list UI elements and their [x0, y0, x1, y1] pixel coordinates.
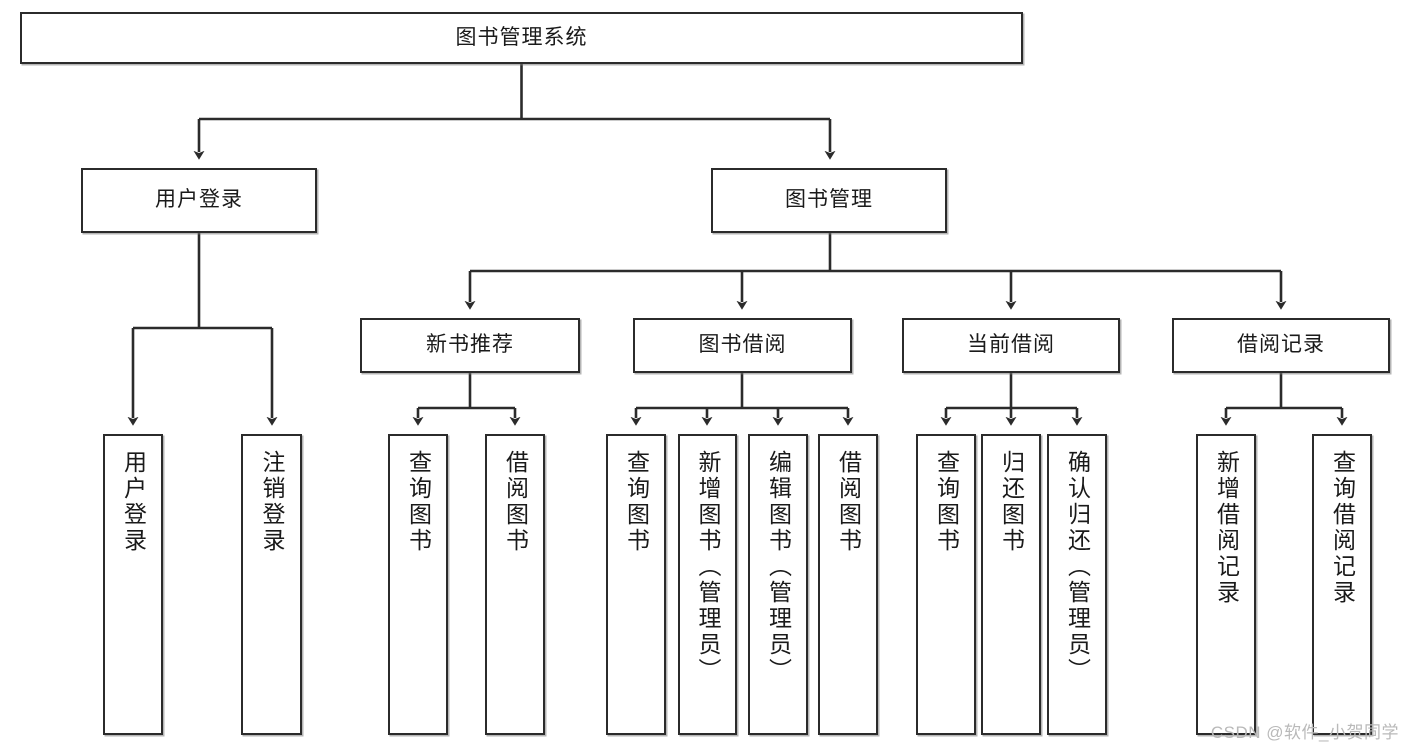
node-label: 借阅图书: [502, 450, 529, 554]
leaf-query-book-borrow[interactable]: 查询图书: [606, 434, 666, 735]
leaf-edit-book-admin[interactable]: 编辑图书（管理员）: [748, 434, 808, 735]
watermark-text: CSDN @软件_小贺同学: [1210, 723, 1399, 742]
leaf-user-login[interactable]: 用户登录: [103, 434, 163, 735]
node-label: 新书推荐: [426, 333, 514, 357]
leaf-return-book[interactable]: 归还图书: [981, 434, 1041, 735]
node-label: 查询图书: [933, 450, 960, 554]
leaf-logout[interactable]: 注销登录: [241, 434, 302, 735]
leaf-add-borrow-record[interactable]: 新增借阅记录: [1196, 434, 1256, 735]
node-user-login[interactable]: 用户登录: [81, 168, 317, 233]
node-label: 借阅记录: [1237, 333, 1325, 357]
node-book-borrow[interactable]: 图书借阅: [633, 318, 852, 373]
node-label: 用户登录: [155, 188, 243, 212]
leaf-query-book-current[interactable]: 查询图书: [916, 434, 976, 735]
node-root[interactable]: 图书管理系统: [20, 12, 1023, 64]
node-label: 用户登录: [120, 450, 147, 554]
node-label: 图书借阅: [698, 333, 787, 357]
node-borrow-record[interactable]: 借阅记录: [1172, 318, 1390, 373]
node-label: 图书管理系统: [455, 25, 588, 49]
leaf-borrow-book[interactable]: 借阅图书: [818, 434, 878, 735]
node-label: 借阅图书: [835, 450, 862, 554]
node-label: 图书管理: [785, 188, 873, 212]
node-label: 查询图书: [405, 450, 432, 554]
node-label: 编辑图书（管理员）: [765, 450, 792, 684]
node-label: 注销登录: [259, 450, 285, 554]
leaf-add-book-admin[interactable]: 新增图书（管理员）: [678, 434, 737, 735]
leaf-query-book-recommend[interactable]: 查询图书: [388, 434, 448, 735]
node-label: 归还图书: [998, 450, 1025, 554]
node-new-book-recommend[interactable]: 新书推荐: [360, 318, 580, 373]
node-label: 确认归还（管理员）: [1064, 450, 1091, 684]
node-label: 新增图书（管理员）: [695, 450, 721, 684]
node-label: 查询图书: [623, 450, 650, 554]
node-current-borrow[interactable]: 当前借阅: [902, 318, 1120, 373]
node-label: 当前借阅: [967, 333, 1055, 357]
node-book-management[interactable]: 图书管理: [711, 168, 947, 233]
node-label: 新增借阅记录: [1213, 450, 1240, 606]
leaf-confirm-return-admin[interactable]: 确认归还（管理员）: [1047, 434, 1107, 735]
leaf-query-borrow-record[interactable]: 查询借阅记录: [1312, 434, 1372, 735]
node-label: 查询借阅记录: [1329, 450, 1356, 606]
leaf-borrow-book-recommend[interactable]: 借阅图书: [485, 434, 545, 735]
